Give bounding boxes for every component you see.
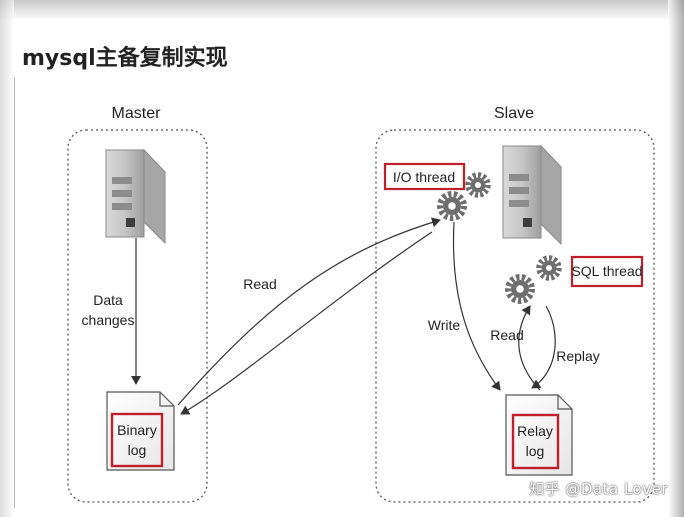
master-server-icon	[104, 148, 167, 245]
replay-label: Replay	[556, 348, 600, 364]
write-label: Write	[428, 317, 461, 333]
write-arrow	[452, 221, 501, 391]
frame-line	[14, 78, 15, 508]
relay-log-highlight	[511, 413, 560, 470]
sql-thread-highlight	[570, 255, 644, 288]
watermark: 知乎 @Data Lover	[529, 480, 668, 498]
relay-log-document: Relay log	[505, 394, 573, 476]
relay-log-label-line2: log	[526, 443, 545, 459]
sql-thread-label: SQL thread	[571, 263, 642, 279]
read-relay-arrow	[518, 305, 541, 391]
slave-boundary	[375, 129, 655, 503]
data-changes-label-line2: changes	[82, 312, 135, 328]
master-boundary	[67, 129, 208, 503]
binary-log-document: Binary log	[106, 391, 175, 471]
data-changes-label-line1: Data	[93, 292, 123, 308]
slide-shadow-left	[0, 0, 14, 517]
master-label: Master	[112, 105, 162, 122]
binary-log-label-line2: log	[128, 442, 147, 458]
io-thread-label: I/O thread	[393, 169, 455, 185]
sql-thread-gear-icon	[505, 255, 562, 304]
relay-log-label-line1: Relay	[517, 423, 553, 439]
read-label-master: Read	[243, 276, 276, 292]
slave-label: Slave	[494, 105, 534, 122]
io-thread-highlight	[383, 162, 466, 191]
read-label-slave: Read	[490, 327, 523, 343]
binary-log-label-line1: Binary	[117, 422, 157, 438]
io-thread-gear-icon	[437, 172, 491, 221]
binary-log-highlight	[110, 412, 164, 468]
slide-shadow-top	[0, 0, 684, 20]
slide-shadow-right	[668, 0, 684, 517]
read-response-arrow	[180, 231, 433, 415]
page-title: mysql主备复制实现	[22, 46, 228, 71]
read-request-arrow	[177, 217, 441, 406]
slave-server-icon	[501, 144, 563, 246]
replay-arrow	[531, 305, 556, 389]
